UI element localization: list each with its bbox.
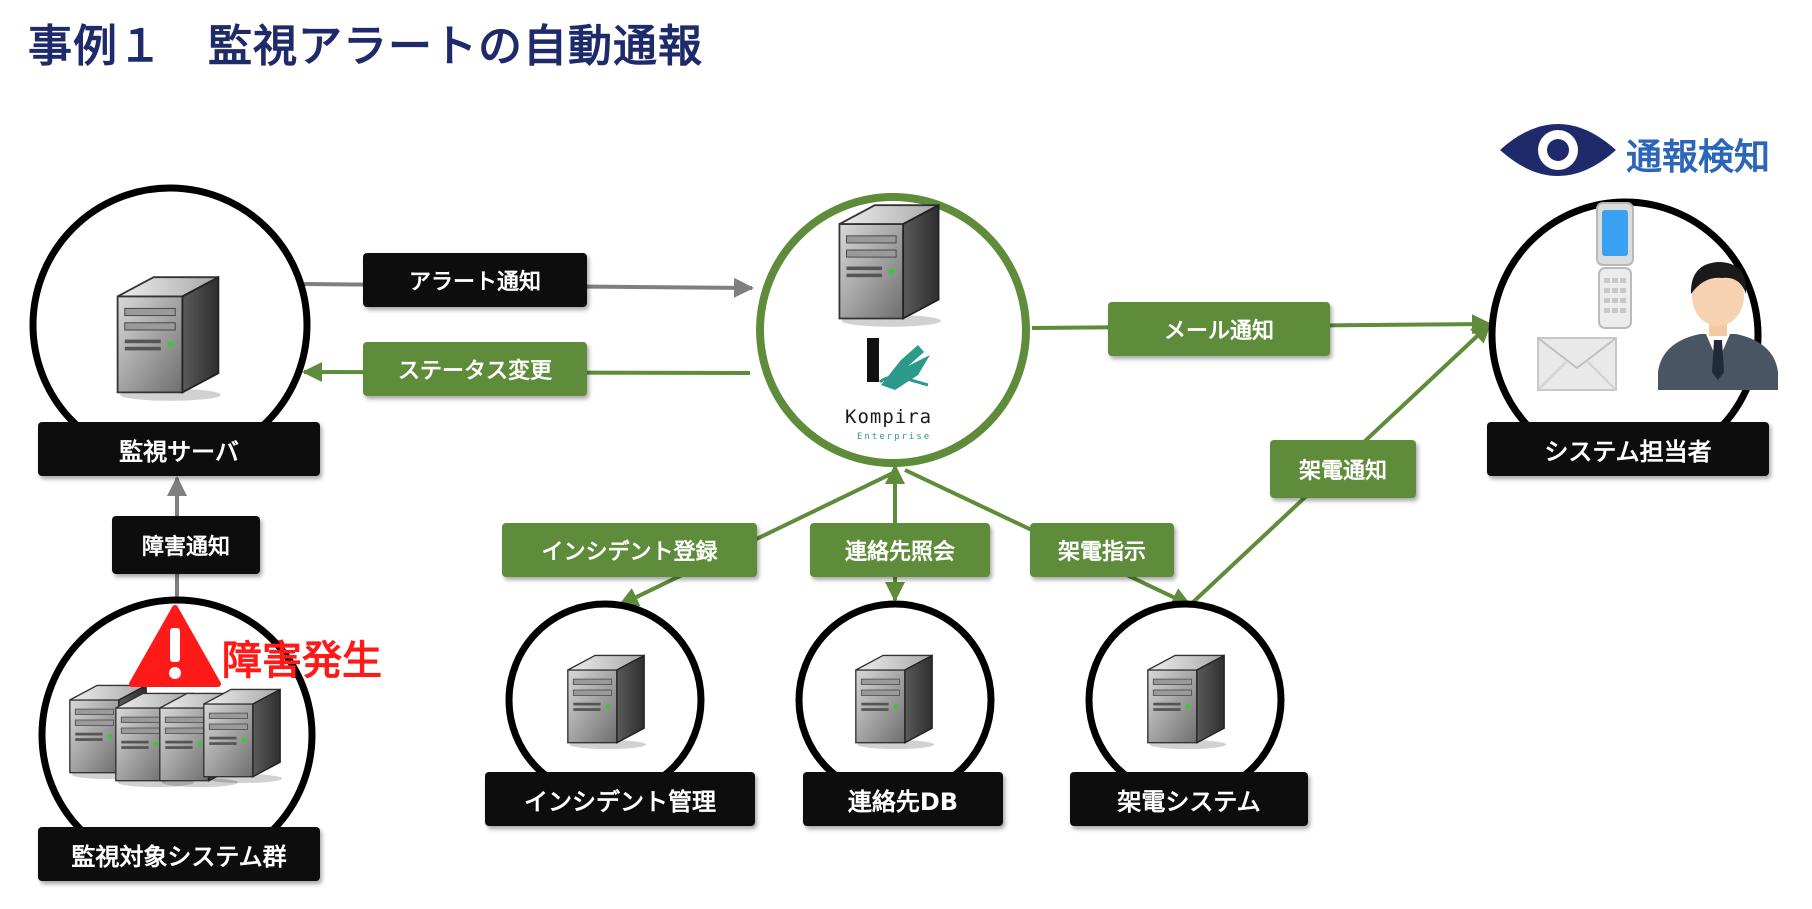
edge-call-instruct: 架電指示 <box>1030 523 1174 577</box>
phone-icon <box>1596 202 1634 329</box>
page-title: 事例１ 監視アラートの自動通報 <box>28 21 703 72</box>
kompira-logo-icon <box>867 338 930 390</box>
fault-occurred-label: 障害発生 <box>222 638 382 684</box>
mail-icon <box>1537 337 1617 391</box>
node-target-systems: 監視対象システム群 <box>38 827 320 881</box>
eye-icon <box>1500 124 1616 176</box>
node-contact-db: 連絡先DB <box>803 772 1003 826</box>
person-icon <box>1658 262 1778 390</box>
edge-status-change: ステータス変更 <box>363 342 587 396</box>
edge-incident-register: インシデント登録 <box>502 523 757 577</box>
connector-incident-register <box>618 470 896 607</box>
notify-detect-label: 通報検知 <box>1626 137 1771 178</box>
edge-contact-lookup: 連絡先照会 <box>810 523 990 577</box>
edge-call-notify: 架電通知 <box>1270 440 1416 498</box>
node-person-in-charge: システム担当者 <box>1487 422 1769 476</box>
edge-mail-notify: メール通知 <box>1108 302 1330 356</box>
edge-fault-notify: 障害通知 <box>112 516 260 574</box>
warning-icon <box>129 605 221 687</box>
edge-alert-notify: アラート通知 <box>363 253 587 307</box>
node-monitor-server: 監視サーバ <box>38 422 320 476</box>
node-call-system: 架電システム <box>1070 772 1308 826</box>
kompira-logo-subtext: Enterprise <box>857 432 932 442</box>
kompira-circle <box>756 193 1030 467</box>
kompira-logo-text: Kompira <box>845 406 933 428</box>
node-incident-mgmt: インシデント管理 <box>485 772 755 826</box>
